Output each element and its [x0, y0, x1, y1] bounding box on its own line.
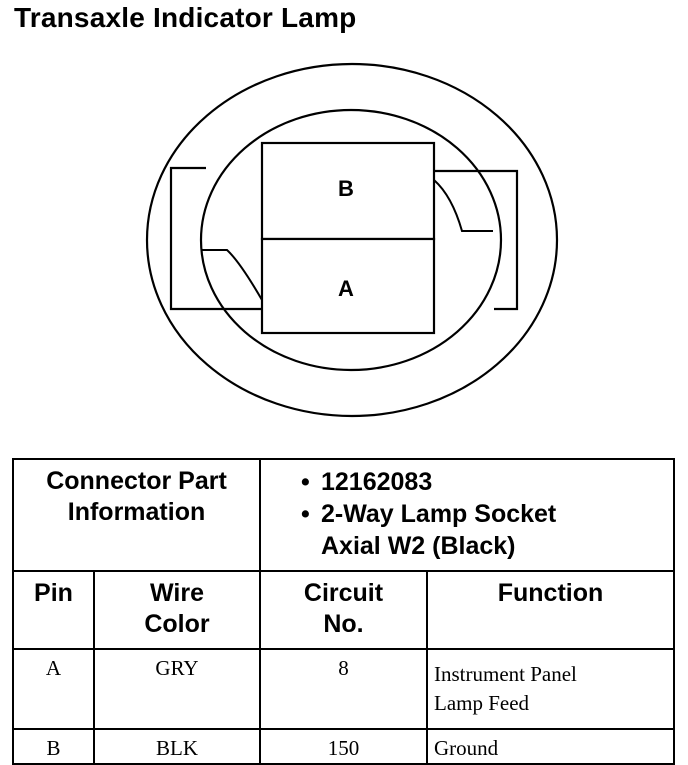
connector-table: Connector Part Information • 12162083 • 2-…: [12, 458, 676, 765]
function-cell: Ground: [425, 728, 676, 765]
connector-info-label-line1: Connector Part: [46, 467, 227, 495]
connector-diagram: B A: [145, 62, 559, 418]
inner-socket-ring: [199, 108, 503, 372]
left-locking-tab: [169, 166, 262, 311]
terminal-b-box: [260, 141, 436, 241]
part-number-line: • 12162083: [301, 466, 673, 498]
terminal-b-label: B: [338, 176, 354, 201]
table-row: A GRY 8 Instrument Panel Lamp Feed: [12, 648, 676, 730]
circuit-cell: 150: [259, 728, 428, 765]
left-tab-curve: [202, 249, 263, 301]
description-line1: • 2-Way Lamp Socket: [301, 498, 673, 530]
wire-color-cell: GRY: [93, 648, 261, 730]
wire-color-cell: BLK: [93, 728, 261, 765]
outer-socket-ring: [145, 62, 559, 418]
right-locking-tab: [434, 169, 519, 311]
page-title: Transaxle Indicator Lamp: [14, 2, 357, 33]
pin-cell: B: [12, 728, 95, 765]
function-cell: Instrument Panel Lamp Feed: [425, 648, 676, 730]
bullet-icon: •: [301, 468, 310, 496]
pin-cell: A: [12, 648, 95, 730]
col-header-function: Function: [425, 570, 676, 650]
connector-info-label-line2: Information: [67, 498, 206, 526]
col-header-pin: Pin: [12, 570, 95, 650]
col-header-circuit: Circuit No.: [259, 570, 428, 650]
right-tab-curve: [433, 179, 493, 232]
description-line2: Axial W2 (Black): [321, 532, 516, 560]
terminal-a-box: [260, 237, 436, 335]
description-text-1: 2-Way Lamp Socket: [321, 500, 557, 528]
connector-info-value: • 12162083 • 2-Way Lamp Socket Axial W2 (B…: [258, 458, 676, 572]
part-number: 12162083: [321, 468, 433, 496]
connector-info-row: Connector Part Information • 12162083 • 2-…: [12, 458, 676, 572]
connector-info-label: Connector Part Information: [12, 458, 261, 572]
column-header-row: Pin Wire Color Circuit No. Function: [12, 570, 676, 650]
table-row: B BLK 150 Ground: [12, 728, 676, 765]
bullet-icon: •: [301, 500, 310, 528]
terminal-a-label: A: [338, 276, 354, 301]
circuit-cell: 8: [259, 648, 428, 730]
col-header-wire-color: Wire Color: [93, 570, 261, 650]
